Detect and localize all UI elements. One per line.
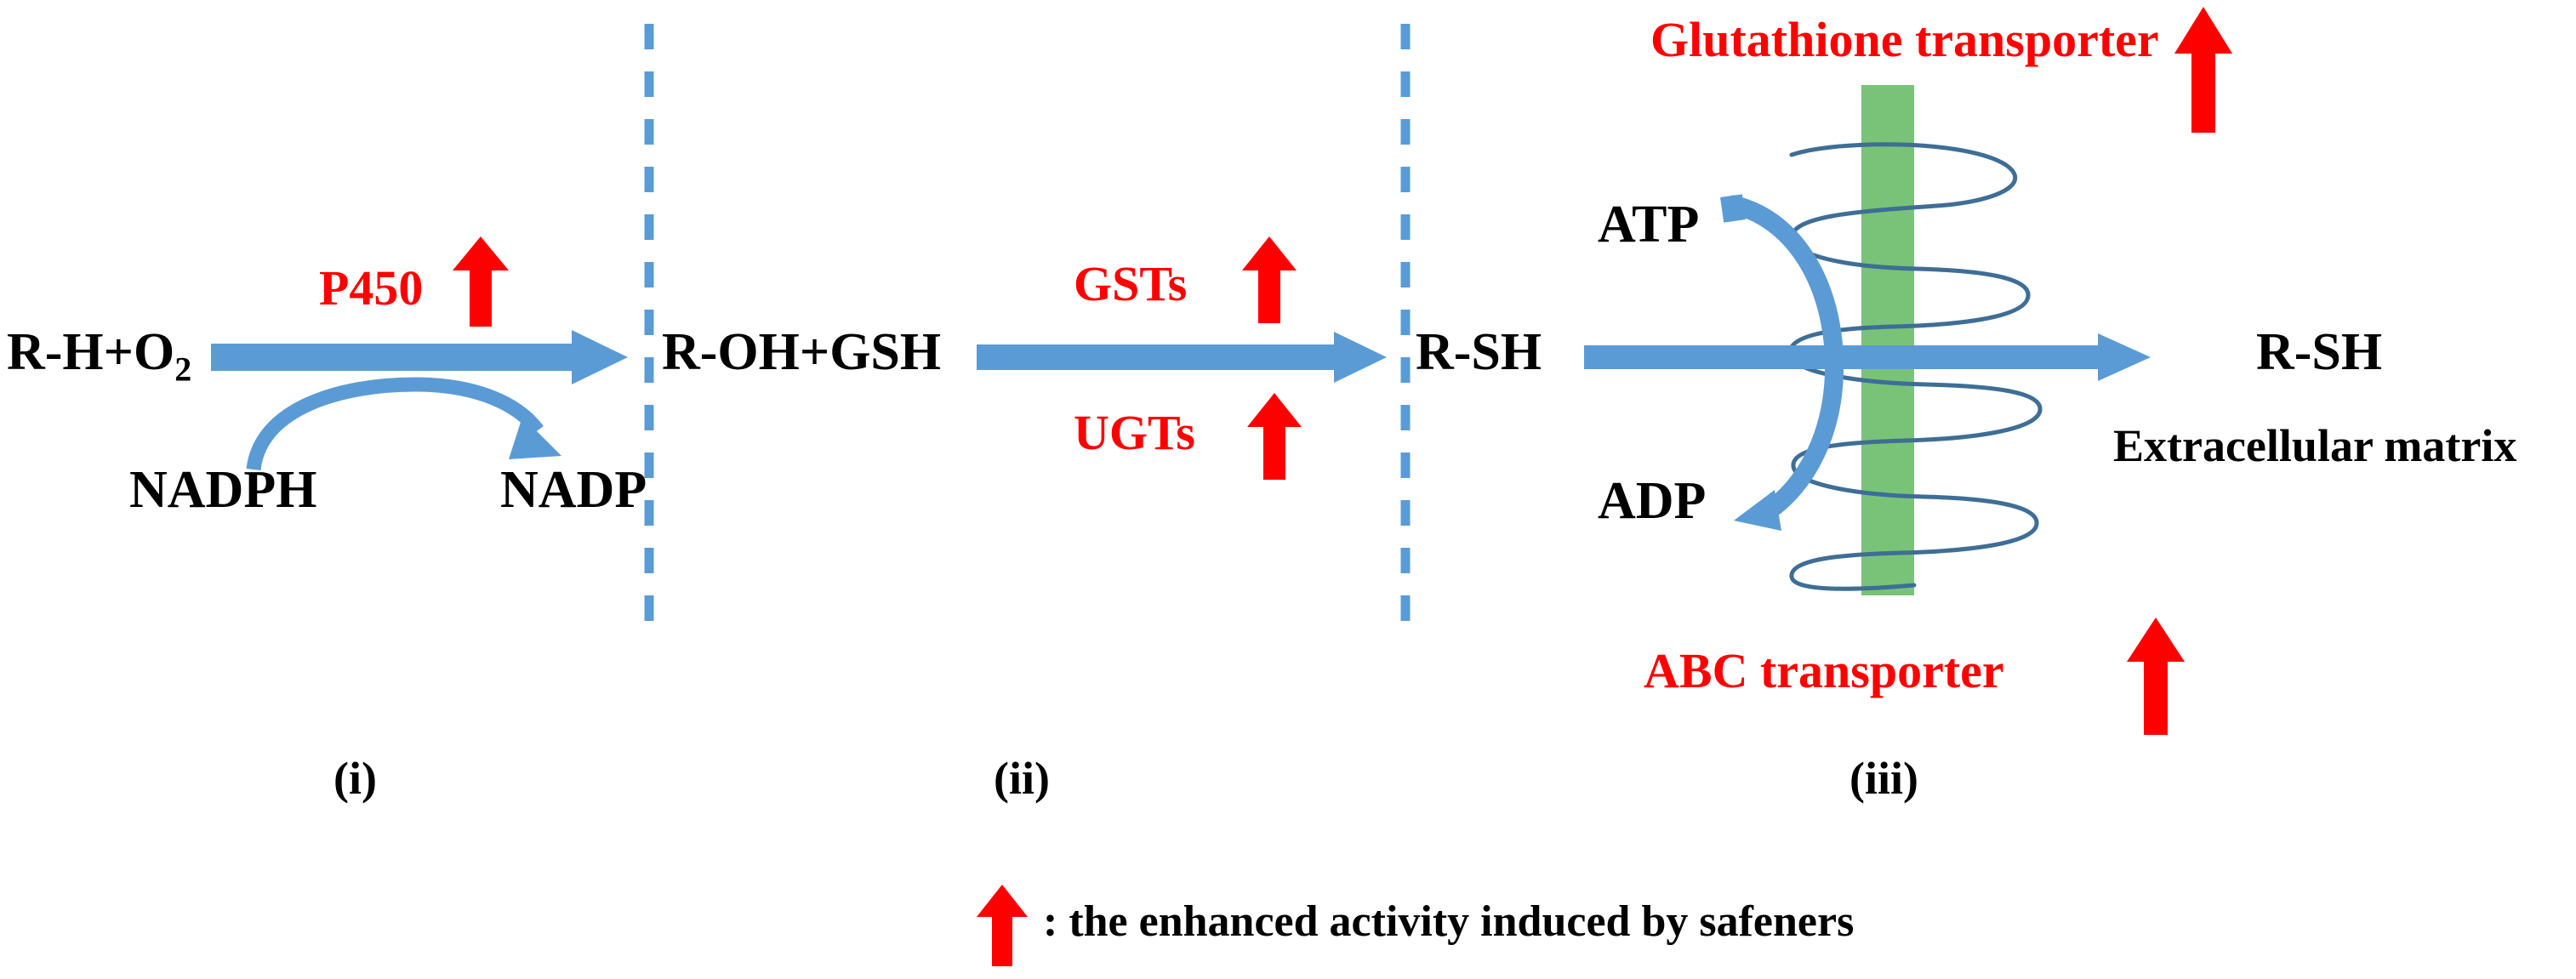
substrate-subscript: 2 (174, 350, 192, 389)
enzyme-text: UGTs (1074, 405, 1195, 460)
transporter-text: ABC transporter (1644, 643, 2004, 698)
transporter-coil-icon (1787, 142, 2043, 591)
roman-text: (ii) (994, 753, 1050, 804)
compartment-text: Extracellular matrix (2113, 420, 2517, 471)
cofactor-out-text: NADP (500, 461, 647, 519)
enzyme-label-ugts: UGTs (1074, 408, 1195, 458)
section-roman-ii: (ii) (994, 755, 1050, 801)
cofactor-label-nadph: NADPH (129, 464, 316, 516)
transporter-label-abc: ABC transporter (1644, 646, 2004, 696)
section-roman-iii: (iii) (1849, 755, 1918, 801)
substrate-label-section-i: R-H+O2 (7, 326, 191, 386)
substrate-label-section-ii: R-OH+GSH (662, 326, 941, 379)
cofactor-arc-section-i (246, 377, 561, 471)
enzyme-text: P450 (319, 260, 424, 316)
section-divider-1 (644, 24, 654, 638)
compartment-label-extracellular-matrix: Extracellular matrix (2113, 423, 2516, 469)
red-up-arrow-p450 (453, 236, 509, 327)
reaction-arrow-section-i (211, 330, 628, 384)
enzyme-label-p450: P450 (319, 264, 423, 313)
roman-text: (i) (333, 753, 377, 804)
energy-in-text: ATP (1598, 196, 1700, 253)
membrane-bar (1861, 85, 1914, 595)
red-up-arrow-abc-transporter (2127, 618, 2185, 735)
cofactor-in-text: NADPH (129, 461, 317, 519)
transporter-text: Glutathione transporter (1650, 12, 2159, 67)
product-label-section-iii: R-SH (2256, 326, 2382, 379)
legend-text: : the enhanced activity induced by safen… (1043, 897, 1855, 946)
red-up-arrow-ugts (1247, 393, 1302, 480)
energy-out-text: ADP (1598, 472, 1707, 530)
product-text: R-SH (2256, 323, 2383, 381)
substrate-text: R-H+O (7, 323, 175, 381)
cofactor-label-nadp: NADP (500, 464, 647, 516)
red-up-arrow-gsts (1242, 236, 1297, 323)
energy-label-adp: ADP (1598, 475, 1706, 527)
substrate-text: R-SH (1416, 323, 1542, 381)
section-divider-2 (1400, 24, 1411, 638)
enzyme-label-gsts: GSTs (1074, 259, 1187, 309)
legend-red-up-arrow-icon (977, 885, 1028, 966)
transporter-label-glutathione: Glutathione transporter (1650, 15, 2159, 65)
enzyme-text: GSTs (1074, 256, 1188, 311)
energy-label-atp: ATP (1598, 198, 1699, 251)
legend-caption: : the enhanced activity induced by safen… (1043, 900, 1854, 944)
substrate-text: R-OH+GSH (662, 323, 942, 381)
substrate-label-section-iii: R-SH (1416, 326, 1542, 379)
transport-arrow-section-iii (1584, 333, 2151, 381)
reaction-arrow-section-ii (977, 332, 1387, 383)
roman-text: (iii) (1849, 753, 1918, 804)
red-up-arrow-glutathione-transporter (2174, 7, 2232, 133)
section-roman-i: (i) (333, 755, 377, 801)
